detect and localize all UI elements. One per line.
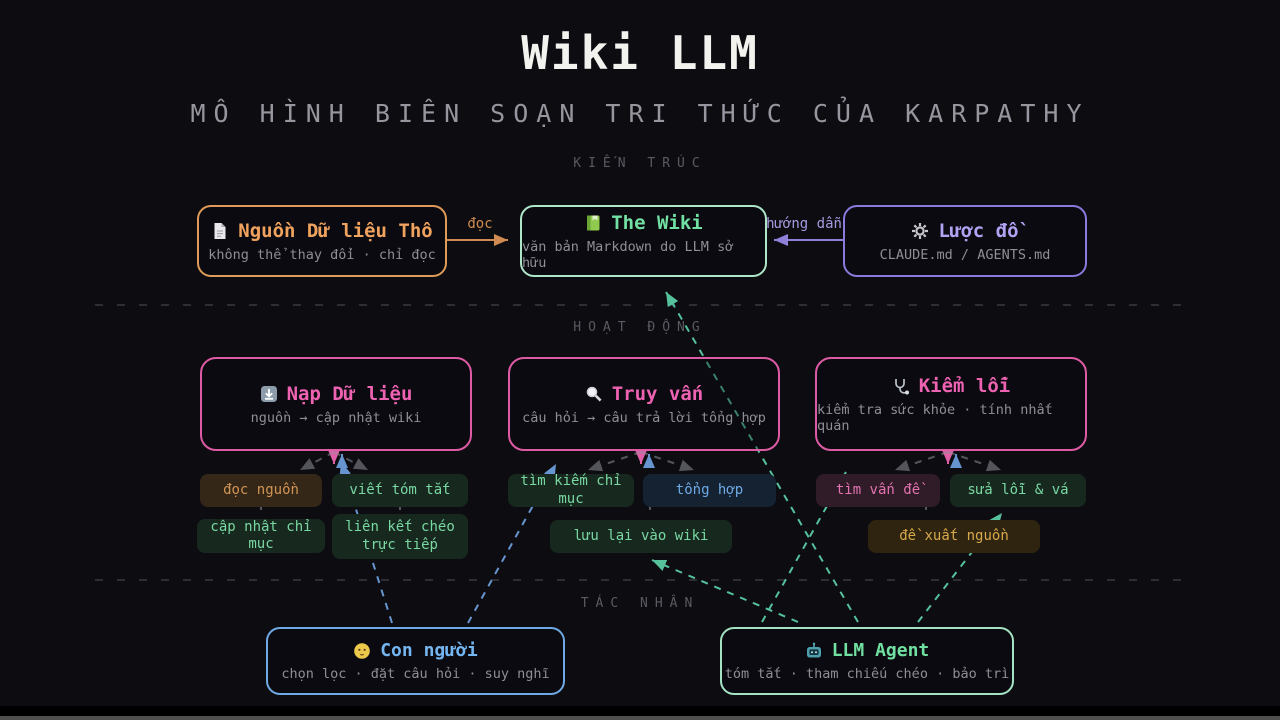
node-title-text: LLM Agent	[831, 640, 930, 661]
node-ingest: Nạp Dữ liệu nguồn → cập nhật wiki	[200, 357, 472, 451]
tag-viet-tom-tat: viết tóm tắt	[332, 474, 468, 507]
section-actors: TÁC NHÂN	[580, 596, 700, 611]
edge-label-read: đọc	[467, 216, 493, 232]
stethoscope-icon	[892, 377, 910, 395]
node-raw-source: Nguồn Dữ liệu Thô không thể thay đổi · c…	[197, 205, 447, 277]
node-schema: Lược đồ CLAUDE.md / AGENTS.md	[843, 205, 1087, 277]
node-subtitle-text: chọn lọc · đặt câu hỏi · suy nghĩ	[281, 666, 550, 682]
node-title-text: Kiểm lỗi	[918, 374, 1011, 397]
node-debug: Kiểm lỗi kiểm tra sức khỏe · tính nhất q…	[815, 357, 1087, 451]
operation-io-arrows	[328, 450, 962, 468]
tag-cap-nhat-chi-muc: cập nhật chỉ mục	[197, 519, 325, 553]
node-title-text: Lược đồ	[938, 219, 1019, 242]
edge-label-guide: hướng dẫn	[766, 216, 842, 232]
node-title-text: Truy vấn	[611, 382, 704, 405]
tag-luu-lai-vao-wiki: lưu lại vào wiki	[550, 520, 732, 553]
section-operations: HOẠT ĐỘNG	[573, 320, 707, 335]
node-subtitle-text: không thể thay đổi · chỉ đọc	[208, 246, 436, 263]
node-title-text: Con người	[380, 640, 478, 661]
node-wiki: The Wiki văn bản Markdown do LLM sở hữu	[520, 205, 767, 277]
tag-fanout-lines	[299, 451, 1002, 472]
bottom-edge-strip	[0, 716, 1280, 720]
search-icon	[585, 385, 603, 403]
node-subtitle-text: kiểm tra sức khỏe · tính nhất quán	[817, 401, 1053, 434]
tag-de-xuat-nguon: đề xuất nguồn	[868, 520, 1040, 553]
node-query: Truy vấn câu hỏi → câu trả lời tổng hợp	[508, 357, 780, 451]
page-subtitle: MÔ HÌNH BIÊN SOẠN TRI THỨC CỦA KARPATHY	[190, 99, 1090, 128]
node-agent: LLM Agent tóm tắt · tham chiếu chéo · bả…	[720, 627, 1014, 695]
tag-tim-van-de: tìm vấn đề	[816, 474, 940, 507]
gear-icon	[911, 222, 929, 240]
robot-icon	[805, 642, 823, 660]
tag-tong-hop: tổng hợp	[643, 474, 776, 507]
node-subtitle-text: CLAUDE.md / AGENTS.md	[879, 246, 1051, 263]
page-title: Wiki LLM	[521, 26, 759, 80]
document-icon	[211, 222, 229, 240]
download-icon	[260, 385, 278, 403]
tag-tim-kiem-chi-muc: tìm kiếm chỉ mục	[508, 473, 634, 507]
agent-links	[651, 291, 1003, 623]
node-title-text: Nguồn Dữ liệu Thô	[238, 219, 433, 242]
node-subtitle-text: văn bản Markdown do LLM sở hữu	[522, 238, 734, 271]
book-icon	[584, 214, 602, 232]
section-architecture: KIẾN TRÚC	[573, 156, 707, 171]
node-subtitle-text: tóm tắt · tham chiếu chéo · bảo trì	[724, 666, 1010, 682]
face-icon	[353, 642, 371, 660]
node-title-text: Nạp Dữ liệu	[286, 382, 413, 405]
tag-sua-loi-va: sửa lỗi & vá	[950, 474, 1086, 507]
node-subtitle-text: câu hỏi → câu trả lời tổng hợp	[522, 409, 766, 426]
node-human: Con người chọn lọc · đặt câu hỏi · suy n…	[266, 627, 565, 695]
tag-lien-ket-cheo: liên kết chéo trực tiếp	[332, 514, 468, 559]
tag-doc-nguon: đọc nguồn	[200, 474, 322, 507]
node-title-text: The Wiki	[611, 211, 703, 234]
node-subtitle-text: nguồn → cập nhật wiki	[250, 409, 422, 426]
